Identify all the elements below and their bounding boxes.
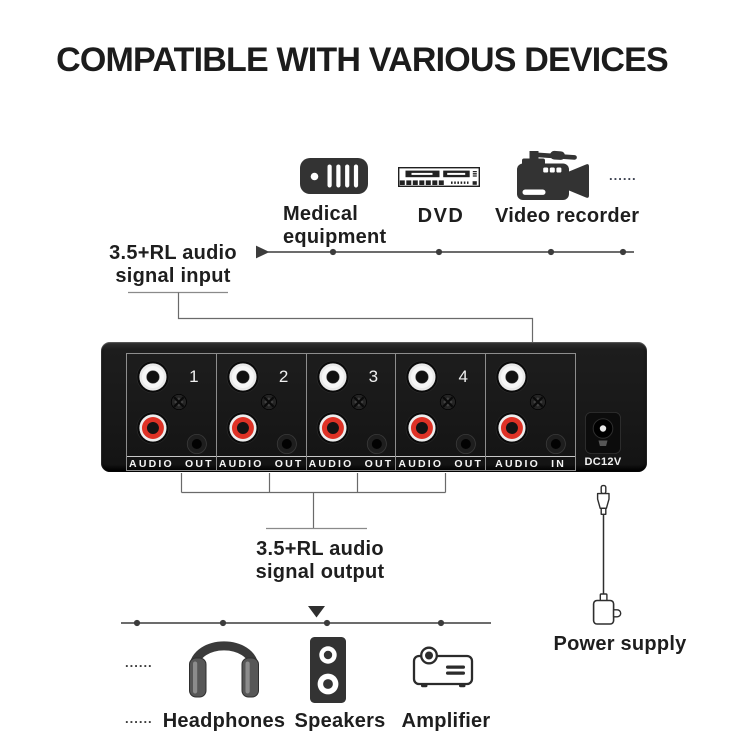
port-label: AUDIO IN (486, 456, 575, 470)
input-connector (128, 291, 534, 343)
port-section-3: 3 AUDIO OUT (306, 354, 397, 470)
headphones-label: Headphones (162, 710, 286, 732)
audio-switcher-device: 1 AUDIO OUT 2 AUDIO OUT (101, 342, 647, 472)
device-panel-frame: 1 AUDIO OUT 2 AUDIO OUT (126, 353, 576, 471)
output-signal-label-line1: 3.5+RL audio (256, 538, 384, 560)
medical-equipment-label-line1: Medical (283, 203, 359, 225)
port-number: 4 (458, 367, 468, 386)
page-title: COMPATIBLE WITH VARIOUS DEVICES (56, 41, 669, 79)
port-number: 3 (368, 367, 379, 386)
ellipsis-bottom-left-2: ...... (125, 711, 153, 726)
amplifier-label: Amplifier (401, 710, 491, 732)
power-supply-label: Power supply (553, 633, 687, 655)
input-signal-label: 3.5+RL audio signal input (103, 242, 243, 288)
dvd-player-icon (398, 167, 480, 187)
speakers-label: Speakers (294, 710, 386, 732)
arrow-right-icon (256, 245, 270, 259)
input-bus-line (256, 245, 634, 259)
input-signal-label-line1: 3.5+RL audio (109, 242, 237, 264)
dvd-label: DVD (417, 205, 465, 227)
medical-equipment-icon (300, 158, 368, 194)
port-section-2: 2 AUDIO OUT (216, 354, 307, 470)
power-supply-icon (592, 484, 622, 625)
port-connectors-graphic (405, 360, 477, 455)
video-recorder-icon (517, 150, 589, 200)
port-connectors-graphic (495, 360, 567, 455)
output-connector (180, 473, 447, 530)
output-signal-label: 3.5+RL audio signal output (250, 538, 390, 584)
headphones-icon (189, 641, 259, 698)
port-section-in: AUDIO IN (486, 354, 575, 470)
medical-equipment-label-line2: equipment (283, 226, 387, 248)
port-connectors-graphic (316, 360, 387, 455)
input-signal-label-line2: signal input (115, 265, 231, 287)
port-connectors-graphic (136, 360, 207, 455)
port-section-1: 1 AUDIO OUT (127, 354, 217, 470)
port-label: AUDIO OUT (127, 456, 216, 470)
port-label: AUDIO OUT (216, 456, 306, 470)
port-section-4: 4 AUDIO OUT (396, 354, 487, 470)
port-label: AUDIO OUT (306, 456, 396, 470)
ellipsis-bottom-left-1: ...... (125, 655, 153, 670)
amplifier-icon (412, 646, 474, 688)
port-number: 2 (278, 367, 289, 386)
port-label: AUDIO OUT (396, 456, 486, 470)
dc-port-label: DC12V (584, 456, 622, 468)
speakers-icon (310, 637, 346, 703)
port-connectors-graphic (226, 360, 297, 455)
ellipsis-top-right: ...... (609, 168, 637, 183)
dc-power-jack (585, 412, 621, 454)
video-recorder-label: Video recorder (495, 205, 640, 227)
output-signal-label-line2: signal output (255, 561, 385, 583)
output-bus-line (121, 619, 491, 627)
arrow-down-icon (308, 606, 325, 618)
medical-equipment-label: Medical equipment (283, 203, 386, 249)
port-number: 1 (189, 367, 199, 386)
